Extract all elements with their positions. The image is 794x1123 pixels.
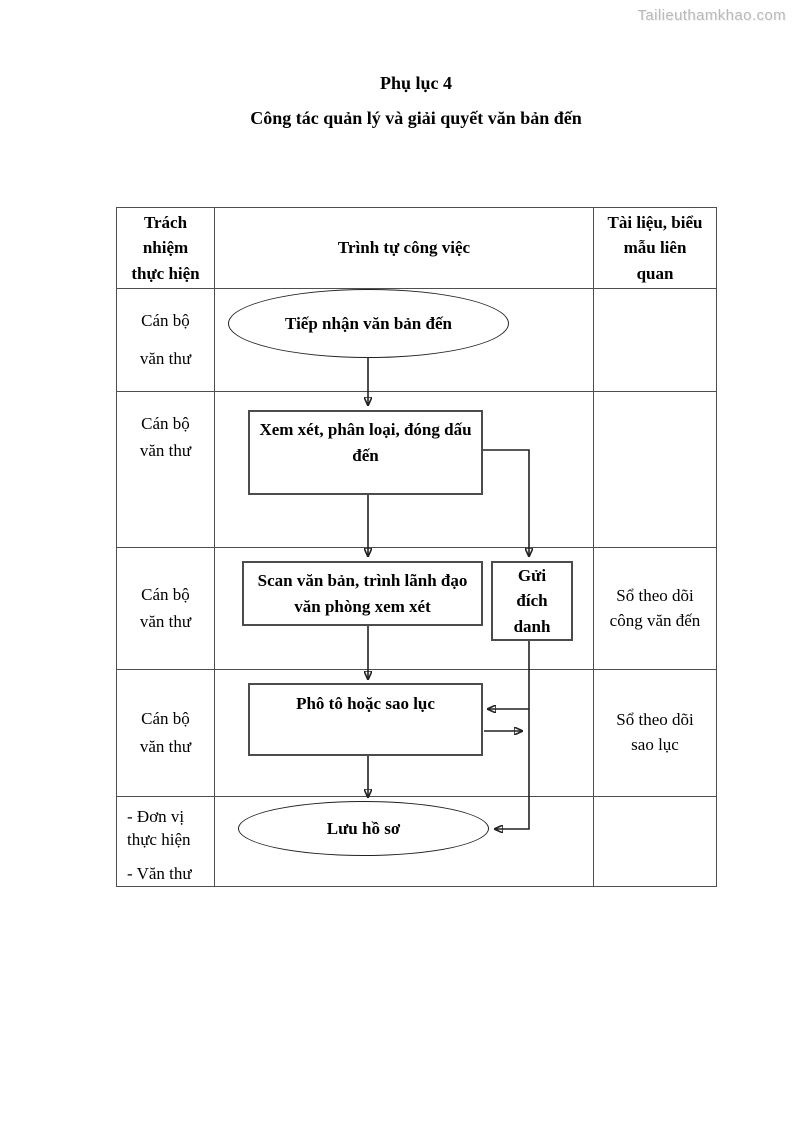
flow-node-label: Tiếp nhận văn bản đến [285,313,452,333]
flow-node-copy: Phô tô hoặc sao lục [248,683,483,756]
responsibility-text: văn thư [139,736,192,756]
table-header-row: Trách nhiệm thực hiện Trình tự công việc… [116,207,717,289]
responsibility-text: - Đơn vị thực hiện [127,807,191,849]
responsibility-text: - Văn thư [127,863,192,883]
responsibility-cell: Cán bộ văn thư [116,391,215,548]
appendix-title: Phụ lục 4 [379,73,453,93]
responsibility-cell: - Đơn vị thực hiện - Văn thư [116,796,215,887]
responsibility-text: Cán bộ [141,414,190,433]
flow-node-receive: Tiếp nhận văn bản đến [228,289,509,358]
flow-node-label: Phô tô hoặc sao lục [296,694,435,713]
col-header-documents: Tài liệu, biểu mẫu liên quan [593,207,717,289]
flow-node-label: Xem xét, phân loại, đóng dấu đến [259,420,472,465]
responsibility-text: văn thư [139,441,192,461]
documents-cell [593,288,717,392]
responsibility-cell: Cán bộ văn thư [116,288,215,392]
watermark-text: Tailieuthamkhao.com [637,7,786,24]
flow-node-label: Scan văn bản, trình lãnh đạo văn phòng x… [257,571,468,616]
documents-cell: Sổ theo dõi sao lục [593,669,717,797]
flow-node-review: Xem xét, phân loại, đóng dấu đến [248,410,483,495]
col-header-responsibility: Trách nhiệm thực hiện [116,207,215,289]
responsibility-text: văn thư [139,348,192,368]
documents-cell [593,391,717,548]
flow-node-archive: Lưu hồ sơ [238,801,489,856]
responsibility-text: Cán bộ [141,709,190,729]
flow-node-send-direct: Gửi đích danh [491,561,573,641]
col-header-process: Trình tự công việc [214,207,594,289]
flow-node-scan: Scan văn bản, trình lãnh đạo văn phòng x… [242,561,483,626]
responsibility-text: văn thư [139,612,192,631]
responsibility-cell: Cán bộ văn thư [116,669,215,797]
responsibility-cell: Cán bộ văn thư [116,547,215,670]
documents-cell [593,796,717,887]
page-title: Công tác quản lý và giải quyết văn bản đ… [250,108,582,128]
title-block: Phụ lục 4 Công tác quản lý và giải quyết… [117,72,715,129]
flow-node-label: Gửi đích danh [513,565,551,636]
flow-node-label: Lưu hồ sơ [326,818,401,838]
documents-cell: Sổ theo dõi công văn đến [593,547,717,670]
responsibility-text: Cán bộ [141,584,190,604]
responsibility-text: Cán bộ [141,311,190,331]
